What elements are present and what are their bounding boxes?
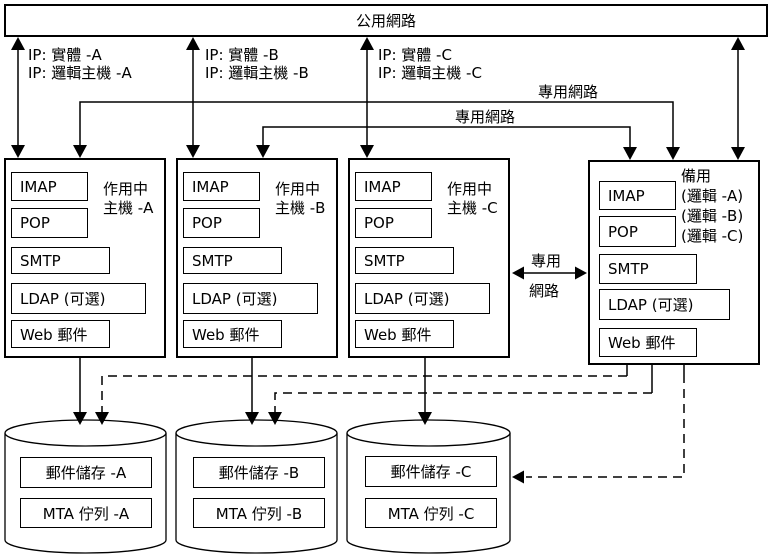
arrow-down-icon xyxy=(666,147,680,160)
host-label-c: 作用中 主機 -C xyxy=(447,180,498,217)
host-label-a: 作用中 主機 -A xyxy=(103,180,154,217)
arrow-down-icon xyxy=(360,145,374,158)
ip-logical-a: IP: 邏輯主機 -A xyxy=(28,64,132,82)
public-network-label: 公用網路 xyxy=(355,12,416,30)
arrow-down-icon xyxy=(256,145,270,158)
host-box-c: IMAP POP SMTP LDAP (可選) Web 郵件 作用中 主機 -C xyxy=(348,158,510,358)
arrow-right-icon xyxy=(575,266,587,280)
ip-label-group-b: IP: 實體 -B IP: 邏輯主機 -B xyxy=(205,46,309,82)
arrow-down-icon xyxy=(95,412,109,425)
service-imap-c: IMAP xyxy=(355,172,432,201)
mta-queue-b: MTA 佇列 -B xyxy=(193,498,325,528)
service-imap-backup: IMAP xyxy=(599,181,676,210)
backup-host-label: 備用 (邏輯 -A) (邏輯 -B) (邏輯 -C) xyxy=(681,167,744,245)
service-ldap-a: LDAP (可選) xyxy=(11,283,146,314)
service-webmail-c: Web 郵件 xyxy=(355,320,454,348)
service-ldap-b: LDAP (可選) xyxy=(183,283,318,314)
ip-physical-a: IP: 實體 -A xyxy=(28,46,102,64)
service-ldap-c: LDAP (可選) xyxy=(355,283,490,314)
service-pop-c: POP xyxy=(355,208,432,238)
arrow-down-icon xyxy=(268,412,282,425)
service-pop-a: POP xyxy=(11,208,88,238)
arrow-down-icon xyxy=(186,145,200,158)
arrow-up-icon xyxy=(360,37,374,50)
mail-store-c: 郵件儲存 -C xyxy=(365,456,497,487)
arrow-left-icon xyxy=(512,470,524,484)
public-network-box: 公用網路 xyxy=(4,4,768,37)
arrow-down-icon xyxy=(73,412,87,425)
arrow-up-icon xyxy=(731,37,745,50)
service-imap-a: IMAP xyxy=(11,172,88,201)
service-smtp-c: SMTP xyxy=(355,247,454,274)
arrow-down-icon xyxy=(73,145,87,158)
ip-logical-b: IP: 邏輯主機 -B xyxy=(205,64,309,82)
service-pop-b: POP xyxy=(183,208,260,238)
arrow-up-icon xyxy=(11,37,25,50)
arrow-down-icon xyxy=(11,145,25,158)
host-box-b: IMAP POP SMTP LDAP (可選) Web 郵件 作用中 主機 -B xyxy=(176,158,338,358)
service-ldap-backup: LDAP (可選) xyxy=(599,289,730,320)
service-webmail-b: Web 郵件 xyxy=(183,320,282,348)
side-private-network-label-bottom: 網路 xyxy=(529,282,560,300)
arrow-up-icon xyxy=(186,37,200,50)
private-network-label-upper: 專用網路 xyxy=(538,83,599,101)
private-network-label-lower: 專用網路 xyxy=(455,108,516,126)
ip-label-group-c: IP: 實體 -C IP: 邏輯主機 -C xyxy=(378,46,482,82)
service-webmail-backup: Web 郵件 xyxy=(599,328,697,357)
backup-host-box: IMAP POP SMTP LDAP (可選) Web 郵件 備用 (邏輯 -A… xyxy=(588,160,760,365)
host-box-a: IMAP POP SMTP LDAP (可選) Web 郵件 作用中 主機 -A xyxy=(4,158,166,358)
ip-physical-b: IP: 實體 -B xyxy=(205,46,279,64)
service-smtp-backup: SMTP xyxy=(599,254,697,284)
service-imap-b: IMAP xyxy=(183,172,260,201)
ip-label-group-a: IP: 實體 -A IP: 邏輯主機 -A xyxy=(28,46,132,82)
arrow-down-icon xyxy=(731,147,745,160)
mta-queue-a: MTA 佇列 -A xyxy=(20,498,152,528)
arrow-down-icon xyxy=(245,412,259,425)
mail-store-b: 郵件儲存 -B xyxy=(193,457,325,488)
mta-queue-c: MTA 佇列 -C xyxy=(365,498,497,528)
service-smtp-a: SMTP xyxy=(11,247,110,274)
host-label-b: 作用中 主機 -B xyxy=(275,180,326,217)
ip-physical-c: IP: 實體 -C xyxy=(378,46,452,64)
service-webmail-a: Web 郵件 xyxy=(11,320,110,348)
arrow-down-icon xyxy=(418,412,432,425)
arrow-down-icon xyxy=(623,147,637,160)
ip-logical-c: IP: 邏輯主機 -C xyxy=(378,64,482,82)
side-private-network-label-top: 專用 xyxy=(531,252,562,270)
arrow-left-icon xyxy=(512,266,524,280)
service-pop-backup: POP xyxy=(599,216,676,247)
service-smtp-b: SMTP xyxy=(183,247,282,274)
mail-store-a: 郵件儲存 -A xyxy=(20,457,152,488)
